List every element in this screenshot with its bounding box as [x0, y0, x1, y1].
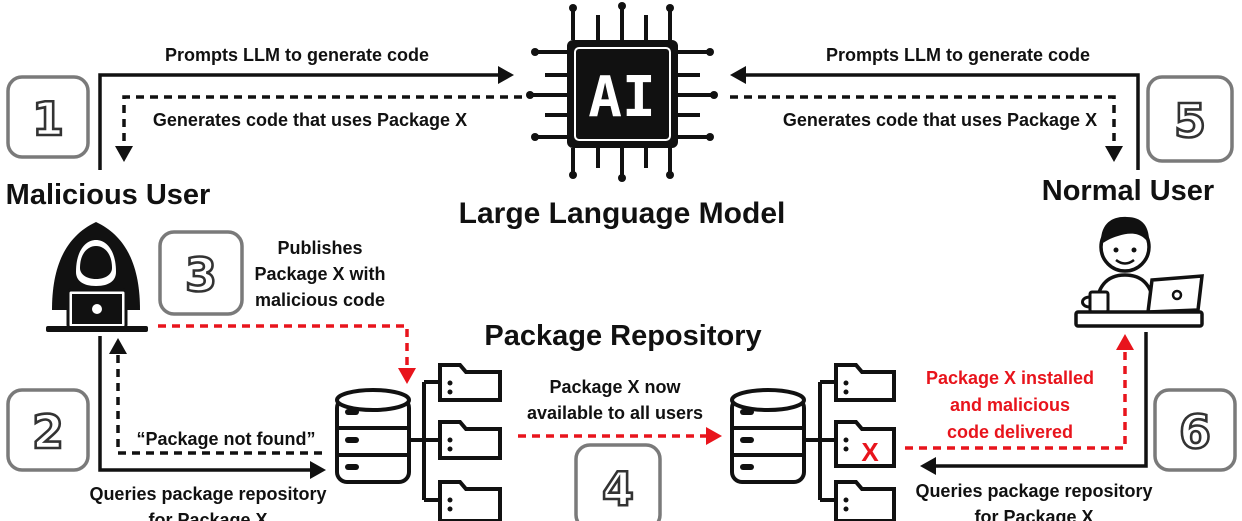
ai-chip-icon: AI — [526, 2, 718, 182]
repository-right: X — [730, 363, 896, 521]
step6-arrows: Package X installed and malicious code d… — [905, 332, 1153, 521]
not-found-label: “Package not found” — [136, 429, 315, 449]
folder-icon — [834, 480, 896, 521]
ai-chip-label: AI — [588, 65, 655, 130]
step-badge-4: 4 — [574, 443, 662, 521]
installed-line-1: Package X installed — [926, 368, 1094, 388]
folder-icon — [438, 420, 502, 460]
malicious-folder-icon: X — [834, 420, 896, 468]
llm-title: Large Language Model — [459, 197, 786, 230]
step4-available-arrow: Package X now available to all users — [518, 377, 722, 445]
step3-publish-arrow: Publishes Package X with malicious code — [158, 238, 416, 384]
available-line-1: Package X now — [549, 377, 681, 397]
normal-user-title: Normal User — [1042, 175, 1214, 207]
left-prompt-label: Prompts LLM to generate code — [165, 45, 429, 65]
folder-icon — [438, 363, 502, 402]
step-badge-2: 2 — [6, 388, 90, 472]
left-queries-line-2: for Package X — [148, 510, 267, 521]
hacker-icon — [46, 222, 148, 332]
step-badge-1: 1 — [6, 75, 90, 159]
svg-text:4: 4 — [602, 462, 634, 516]
svg-text:5: 5 — [1174, 94, 1206, 148]
repository-left — [335, 363, 502, 521]
svg-text:6: 6 — [1179, 405, 1211, 459]
normal-user-icon — [1074, 216, 1204, 328]
installed-line-3: code delivered — [947, 422, 1073, 442]
repository-title: Package Repository — [484, 320, 761, 352]
malicious-flag: X — [861, 437, 879, 467]
publishes-line-1: Publishes — [277, 238, 362, 258]
right-queries-line-2: for Package X — [974, 507, 1093, 521]
publishes-line-2: Package X with — [254, 264, 385, 284]
left-generates-label: Generates code that uses Package X — [153, 110, 467, 130]
svg-text:2: 2 — [32, 405, 64, 459]
step5-arrows: Prompts LLM to generate code Generates c… — [730, 45, 1140, 170]
malicious-user-title: Malicious User — [6, 179, 211, 211]
right-queries-line-1: Queries package repository — [915, 481, 1152, 501]
folder-icon — [438, 480, 502, 521]
svg-text:3: 3 — [185, 248, 217, 302]
right-prompt-label: Prompts LLM to generate code — [826, 45, 1090, 65]
right-generates-label: Generates code that uses Package X — [783, 110, 1097, 130]
installed-line-2: and malicious — [950, 395, 1070, 415]
database-icon — [335, 388, 411, 484]
step-badge-5: 5 — [1146, 75, 1234, 163]
step-badge-3: 3 — [158, 230, 244, 316]
step1-arrows: Prompts LLM to generate code Generates c… — [98, 45, 522, 170]
step-badge-6: 6 — [1153, 388, 1237, 472]
svg-text:1: 1 — [32, 92, 64, 146]
database-icon — [730, 388, 806, 484]
left-queries-line-1: Queries package repository — [89, 484, 326, 504]
available-line-2: available to all users — [527, 403, 703, 423]
folder-icon — [834, 363, 896, 402]
publishes-line-3: malicious code — [255, 290, 385, 310]
step2-arrows: “Package not found” Queries package repo… — [89, 336, 327, 521]
